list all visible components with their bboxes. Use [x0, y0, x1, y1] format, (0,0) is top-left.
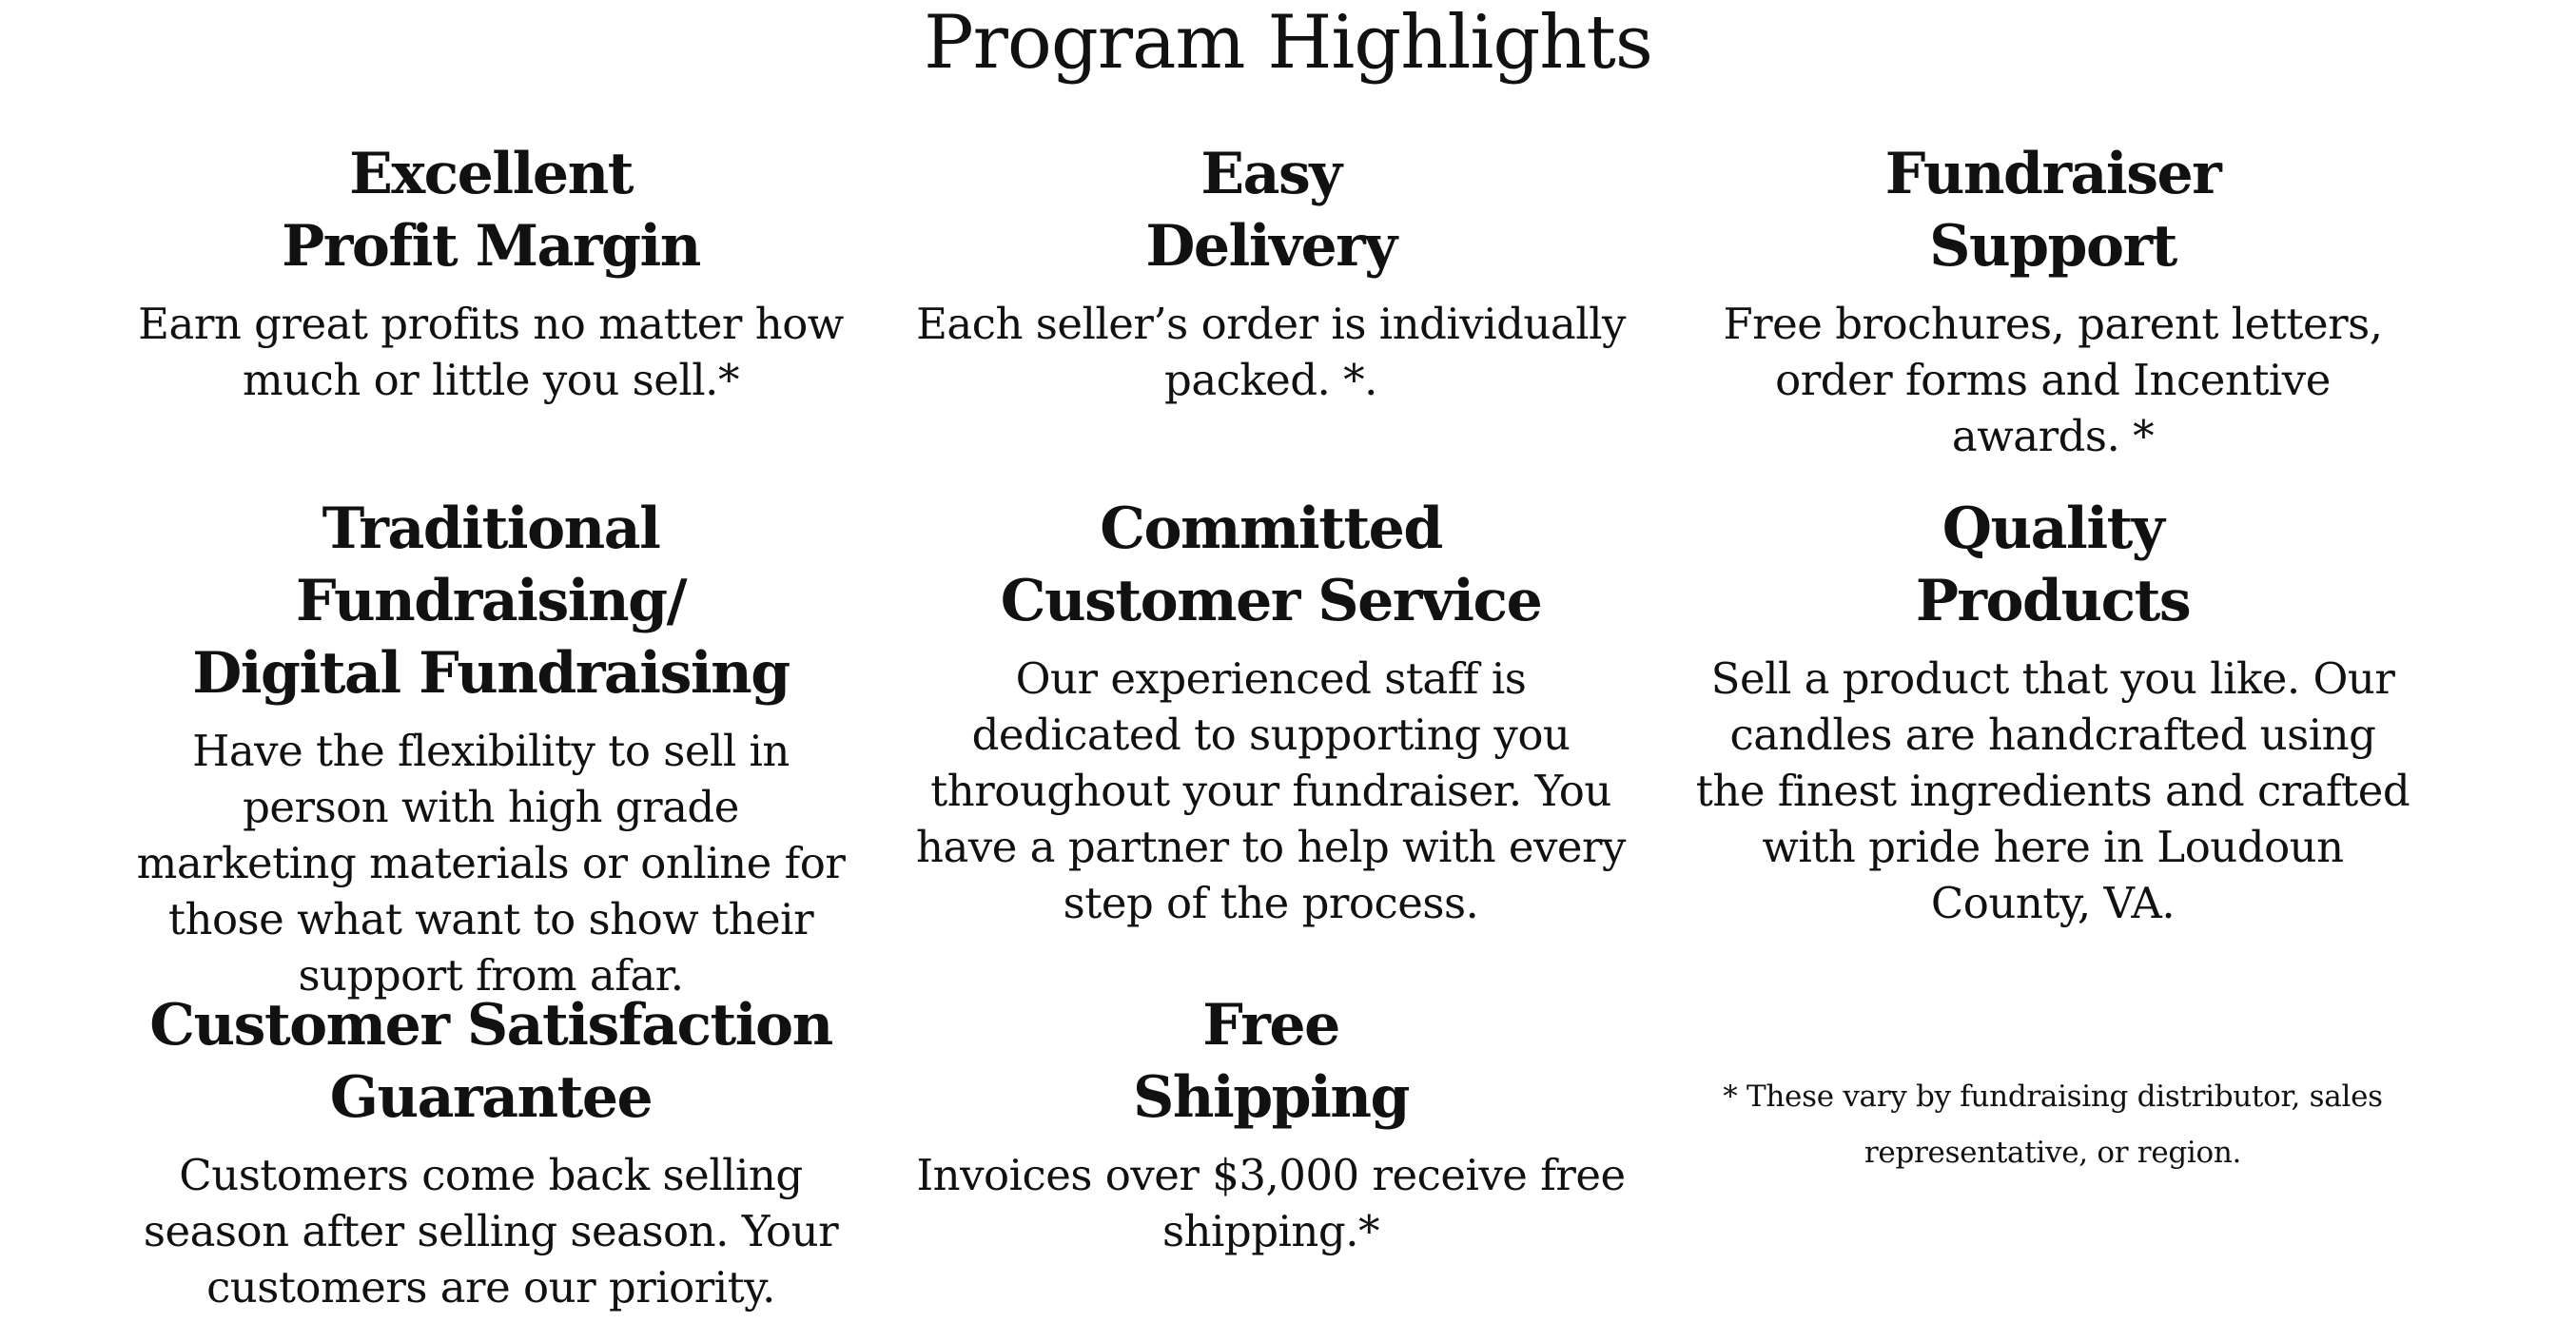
highlight-description: Free brochures, parent letters, order fo…	[1723, 299, 2383, 461]
heading-line: Quality	[1942, 496, 2165, 562]
heading-line: Customer Satisfaction	[149, 992, 833, 1059]
highlight-heading: Fundraiser Support	[1691, 138, 2414, 282]
highlight-free-shipping: Free Shipping Invoices over $3,000 recei…	[909, 989, 1632, 1259]
highlight-quality-products: Quality Products Sell a product that you…	[1691, 493, 2414, 931]
heading-line: Traditional Fundraising/	[295, 496, 688, 634]
highlight-satisfaction-guarantee: Customer Satisfaction Guarantee Customer…	[129, 989, 852, 1315]
highlight-description: Customers come back selling season after…	[143, 1150, 839, 1313]
highlight-easy-delivery: Easy Delivery Each seller’s order is ind…	[909, 138, 1632, 408]
highlight-description: Each seller’s order is individually pack…	[916, 299, 1626, 405]
highlight-heading: Traditional Fundraising/ Digital Fundrai…	[129, 493, 852, 710]
heading-line: Excellent	[349, 141, 634, 207]
highlight-heading: Free Shipping	[909, 989, 1632, 1134]
heading-line: Easy	[1200, 141, 1342, 207]
highlight-description: Our experienced staff is dedicated to su…	[916, 653, 1626, 928]
highlight-fundraiser-support: Fundraiser Support Free brochures, paren…	[1691, 138, 2414, 464]
heading-line: Digital Fundraising	[192, 640, 790, 707]
heading-line: Committed	[1100, 496, 1443, 562]
highlight-description: Invoices over $3,000 receive free shippi…	[916, 1150, 1626, 1256]
heading-line: Customer Service	[1000, 568, 1543, 634]
highlight-traditional-digital: Traditional Fundraising/ Digital Fundrai…	[129, 493, 852, 1003]
footnote: * These vary by fundraising distributor,…	[1723, 1079, 2383, 1170]
highlight-heading: Customer Satisfaction Guarantee	[129, 989, 852, 1134]
highlight-profit-margin: Excellent Profit Margin Earn great profi…	[129, 138, 852, 408]
highlight-heading: Quality Products	[1691, 493, 2414, 637]
heading-line: Delivery	[1145, 213, 1397, 280]
highlight-description: Sell a product that you like. Our candle…	[1695, 653, 2410, 928]
heading-line: Free	[1202, 992, 1340, 1059]
heading-line: Shipping	[1132, 1064, 1411, 1131]
highlight-heading: Easy Delivery	[909, 138, 1632, 282]
highlight-heading: Committed Customer Service	[909, 493, 1632, 637]
page-title: Program Highlights	[924, 0, 1653, 86]
heading-line: Guarantee	[329, 1064, 654, 1131]
highlight-description: Have the flexibility to sell in person w…	[136, 726, 846, 1001]
heading-line: Products	[1915, 568, 2192, 634]
heading-line: Profit Margin	[282, 213, 701, 280]
heading-line: Support	[1929, 213, 2177, 280]
highlight-heading: Excellent Profit Margin	[129, 138, 852, 282]
highlight-customer-service: Committed Customer Service Our experienc…	[909, 493, 1632, 931]
heading-line: Fundraiser	[1884, 141, 2222, 207]
highlight-description: Earn great profits no matter how much or…	[138, 299, 844, 405]
